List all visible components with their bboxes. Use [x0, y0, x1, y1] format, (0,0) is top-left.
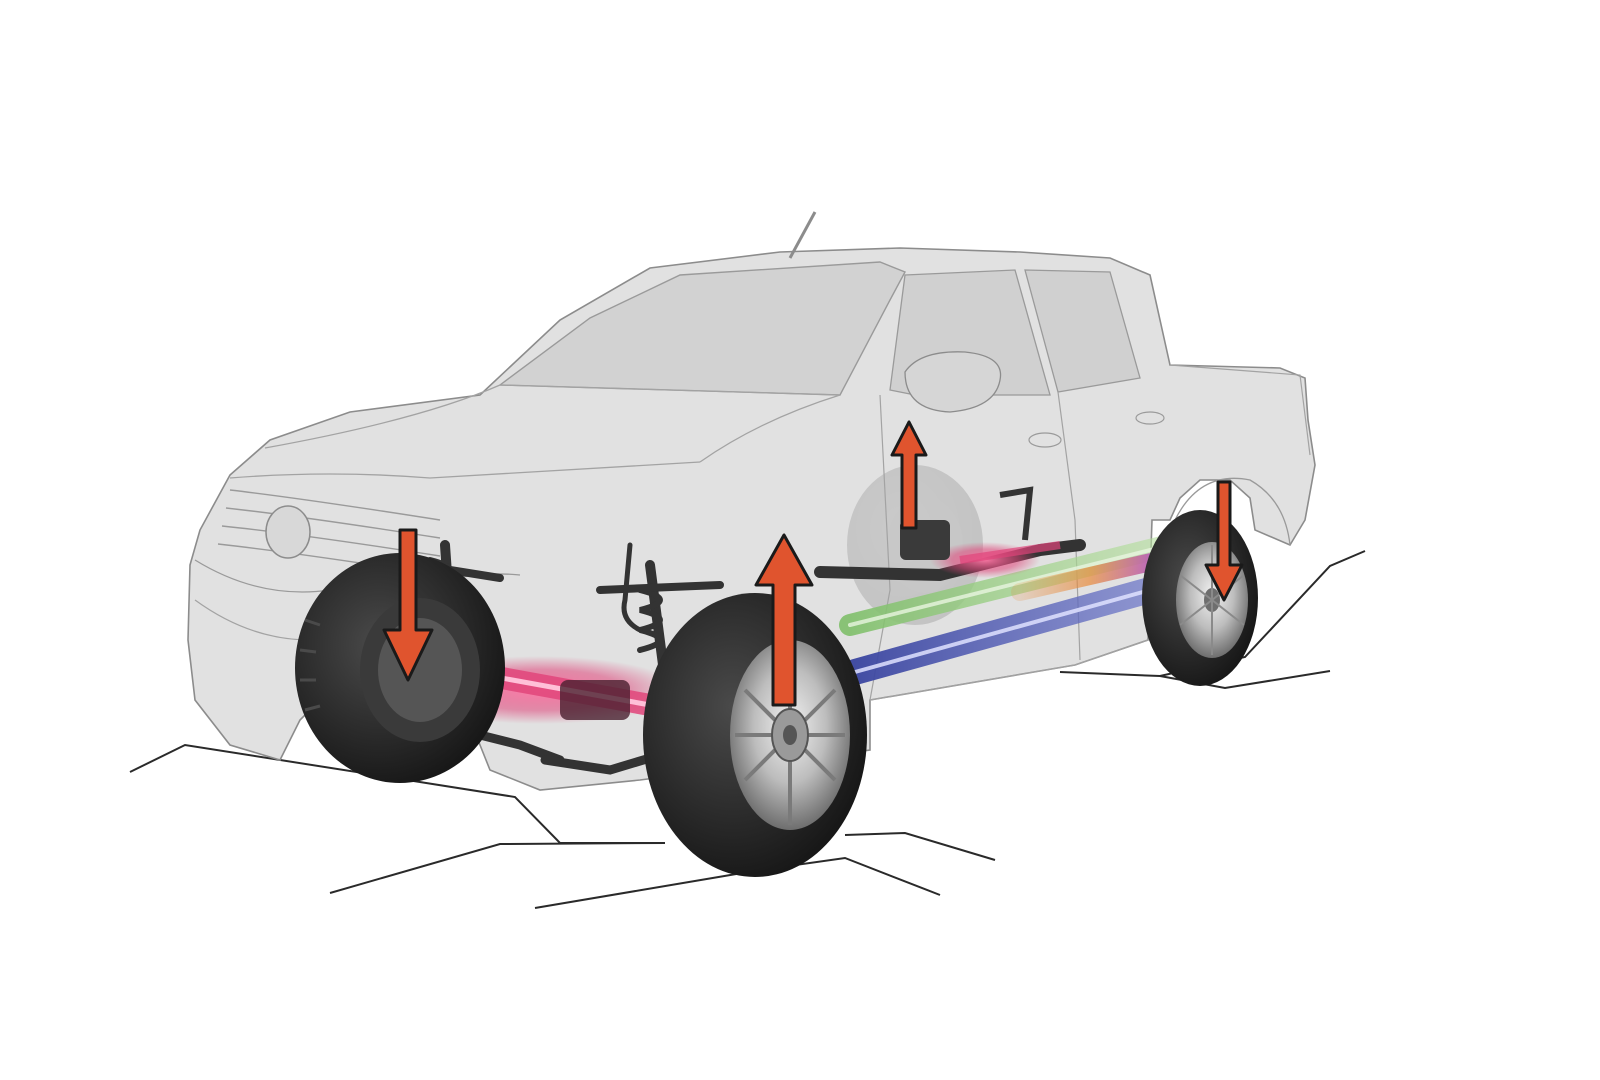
front-right-wheel-up-arrow — [754, 533, 814, 707]
motion-arrows — [382, 420, 1244, 707]
terrain-line-rear — [1059, 550, 1366, 678]
rear-right-wheel — [1142, 510, 1258, 686]
side-mirror-shape — [904, 351, 1002, 413]
rear-suspension — [814, 486, 1086, 582]
terrain-line-front-right — [534, 856, 941, 909]
front-emblem — [265, 505, 311, 559]
frame-rails — [839, 534, 1181, 685]
front-right-wheel — [643, 593, 867, 877]
rear-door-window — [1024, 269, 1141, 393]
terrain-line-front-right-2 — [844, 831, 996, 861]
rear-left-wheel-up-arrow — [890, 420, 928, 530]
rear-right-wheel-down-arrow — [1204, 480, 1244, 602]
antenna — [788, 211, 817, 259]
frame-rail-accent — [1011, 551, 1169, 601]
terrain-line-front-left-lower — [329, 842, 666, 894]
front-left-wheel-down-arrow — [382, 528, 434, 682]
windshield — [497, 261, 906, 396]
